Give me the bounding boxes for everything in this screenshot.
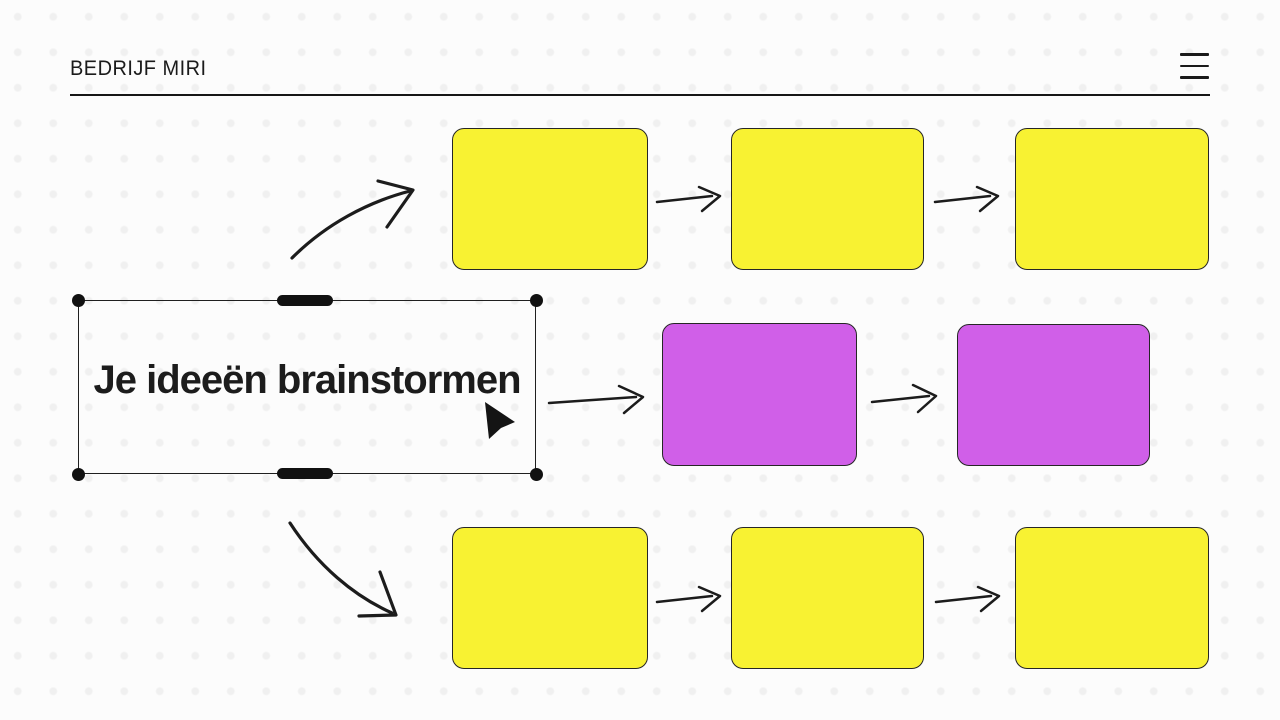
flow-box-bottom-2[interactable] (731, 527, 924, 669)
flow-box-top-2[interactable] (731, 128, 924, 270)
flow-box-middle-1[interactable] (662, 323, 857, 466)
arrow-top-2-to-3[interactable] (933, 185, 1000, 213)
flow-box-middle-2[interactable] (957, 324, 1150, 466)
selected-text-box[interactable]: Je ideeën brainstormen (78, 300, 536, 474)
curved-arrow-to-bottom-row[interactable] (288, 521, 398, 618)
board-title: BEDRIJF MIRI (70, 57, 207, 80)
flow-box-top-1[interactable] (452, 128, 648, 270)
hamburger-menu-button[interactable] (1178, 51, 1211, 81)
arrow-purple-1-to-purple-2[interactable] (870, 383, 938, 414)
flow-box-bottom-3[interactable] (1015, 527, 1209, 669)
selection-handle-bottom-left[interactable] (71, 467, 85, 481)
text-box-label: Je ideeën brainstormen (93, 357, 521, 402)
selection-handle-bottom-right[interactable] (529, 467, 543, 481)
header-divider (70, 94, 1210, 96)
selection-handle-bottom-center[interactable] (277, 467, 333, 479)
arrow-top-1-to-2[interactable] (655, 185, 722, 213)
arrow-bottom-2-to-3[interactable] (934, 585, 1001, 613)
flow-box-top-3[interactable] (1015, 128, 1209, 270)
arrow-textbox-to-purple-1[interactable] (547, 384, 645, 415)
selection-handle-top-right[interactable] (529, 293, 543, 307)
flow-box-bottom-1[interactable] (452, 527, 648, 669)
hamburger-icon (1180, 53, 1209, 56)
arrow-bottom-1-to-2[interactable] (655, 585, 722, 613)
curved-arrow-to-top-row[interactable] (290, 179, 415, 260)
hamburger-icon (1180, 64, 1209, 68)
selection-handle-top-center[interactable] (277, 294, 333, 306)
hamburger-icon (1180, 76, 1209, 79)
selection-handle-top-left[interactable] (71, 293, 85, 307)
